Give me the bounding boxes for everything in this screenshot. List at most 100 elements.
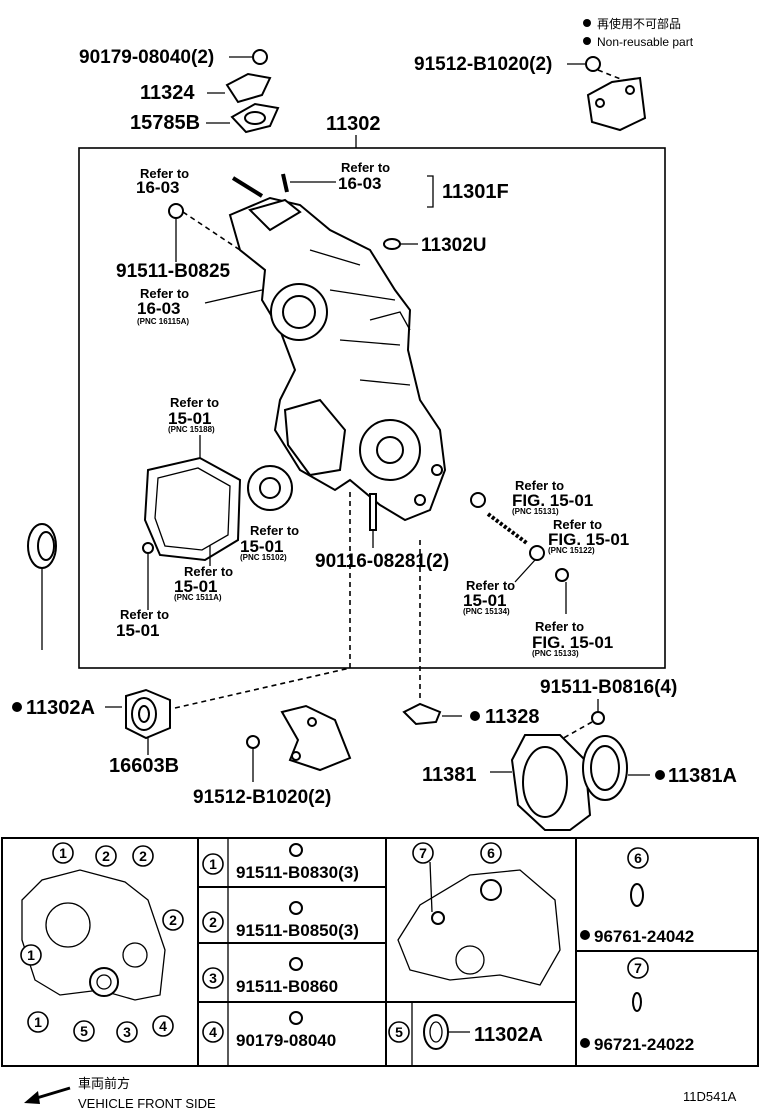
part-label-11302A[interactable]: 11302A [26,697,95,719]
location-callout-circle [27,1011,49,1033]
refer-fig-15-01-a[interactable]: FIG. 15-01 [512,491,593,510]
part-label-11381[interactable]: 11381 [422,764,477,786]
table-part-96721-24022[interactable]: 96721-24022 [594,1035,694,1054]
spring-icon [486,512,530,546]
pnc-15122: (PNC 15122) [548,546,595,555]
bolt-head-icon [289,843,303,857]
gasket-icon [402,702,442,726]
refer-16-03-a[interactable]: 16-03 [136,178,179,197]
pnc-15134: (PNC 15134) [463,607,510,616]
fastener-table [1,837,759,1067]
location-diagram-left [21,869,166,1001]
part-label-91512-B1020-2-bottom[interactable]: 91512-B1020(2) [193,787,331,808]
legend-non-reusable-en: Non-reusable part [597,35,694,49]
timing-chain-cover[interactable] [228,196,447,522]
location-callout-circle [412,842,434,864]
dowel-icon [369,493,377,531]
bolt-head-icon [289,1011,303,1025]
table-num-4: 4 [209,1024,217,1040]
table-num-circle [202,967,224,989]
oil-seal-icon [423,1014,449,1050]
table-part-row-4[interactable]: 90179-08040 [236,1031,336,1050]
legend-non-reusable-jp: 再使用不可部品 [597,16,681,31]
location-callout-circle [95,845,117,867]
location-callout: 1 [34,1014,42,1030]
snap-ring-icon [555,568,569,582]
table-num-6: 6 [634,850,642,866]
refer-to-label: Refer to [466,578,515,593]
table-part-96761-24042[interactable]: 96761-24042 [594,927,694,946]
part-label-11328[interactable]: 11328 [485,706,540,728]
pnc-16115A: (PNC 16115A) [137,317,189,326]
table-part-row-1[interactable]: 91511-B0830(3) [236,863,359,882]
refer-to-label: Refer to [553,517,602,532]
refer-16-03-c[interactable]: 16-03 [137,299,180,318]
cover-plate-icon [225,72,272,104]
part-label-91511-B0816-4[interactable]: 91511-B0816(4) [540,677,677,698]
part-label-91511-B0825[interactable]: 91511-B0825 [116,261,231,282]
o-ring-icon [632,992,642,1012]
refer-to-label: Refer to [184,564,233,579]
table-num-circle [202,1021,224,1043]
refer-15-01-c[interactable]: 15-01 [174,577,217,596]
screw-icon [142,542,154,554]
location-callout-circle [162,909,184,931]
table-part-row-3[interactable]: 91511-B0860 [236,977,338,996]
pnc-15188: (PNC 15188) [168,425,215,434]
oil-pump-cover-icon [143,456,242,562]
part-label-90116-08281-2[interactable]: 90116-08281(2) [315,551,449,572]
part-label-11302U[interactable]: 11302U [421,235,487,256]
location-diagram-mid [397,861,561,986]
location-callout-circle [52,842,74,864]
front-arrow-icon [24,1091,40,1104]
bolt-head-icon [289,901,303,915]
refer-to-label: Refer to [120,607,169,622]
pnc-15102: (PNC 15102) [240,553,287,562]
refer-fig-15-01-b[interactable]: FIG. 15-01 [548,530,629,549]
vehicle-front-jp: 車両前方 [78,1076,130,1091]
part-label-11301F[interactable]: 11301F [442,181,509,203]
plug-icon [470,492,486,508]
table-num-1: 1 [209,856,217,872]
part-label-11381A[interactable]: 11381A [668,765,737,787]
bracket-icon [280,704,352,772]
stud-icon [231,176,264,198]
location-callout: 3 [123,1024,131,1040]
refer-to-label: Refer to [140,286,189,301]
nut-icon [252,49,268,65]
refer-fig-15-01-c[interactable]: FIG. 15-01 [532,633,613,652]
table-num-7: 7 [634,960,642,976]
location-callout-circle [73,1020,95,1042]
table-num-2: 2 [209,914,217,930]
refer-to-label: Refer to [140,166,189,181]
part-label-90179-08040-2[interactable]: 90179-08040(2) [79,47,214,68]
bolt-head-icon [246,735,260,749]
plug-icon [383,238,401,250]
table-part-row-2[interactable]: 91511-B0850(3) [236,921,359,940]
location-callout: 2 [139,848,147,864]
location-callout-circle [480,842,502,864]
part-label-11324[interactable]: 11324 [140,82,195,104]
location-callout-circle [132,845,154,867]
refer-15-01-a[interactable]: 15-01 [168,409,211,428]
pnc-15133: (PNC 15133) [532,649,579,658]
part-label-15785B[interactable]: 15785B [130,112,200,134]
location-callout: 5 [80,1023,88,1039]
location-callout: 2 [169,912,177,928]
table-part-11302A[interactable]: 11302A [474,1024,543,1046]
bolt-head-icon [591,711,605,725]
refer-15-01-d[interactable]: 15-01 [116,621,159,640]
refer-15-01-e[interactable]: 15-01 [463,591,506,610]
location-callout: 2 [102,848,110,864]
location-callout: 1 [27,947,35,963]
part-label-11302[interactable]: 11302 [326,113,381,135]
part-label-16603B[interactable]: 16603B [109,755,179,777]
valve-icon [529,545,545,561]
refer-15-01-b[interactable]: 15-01 [240,537,283,556]
refer-16-03-b[interactable]: 16-03 [338,174,381,193]
part-label-91512-B1020-2-top[interactable]: 91512-B1020(2) [414,54,552,75]
figure-code: 11D541A [683,1089,737,1104]
bolt-head-icon [585,56,601,72]
location-callout: 6 [487,845,495,861]
